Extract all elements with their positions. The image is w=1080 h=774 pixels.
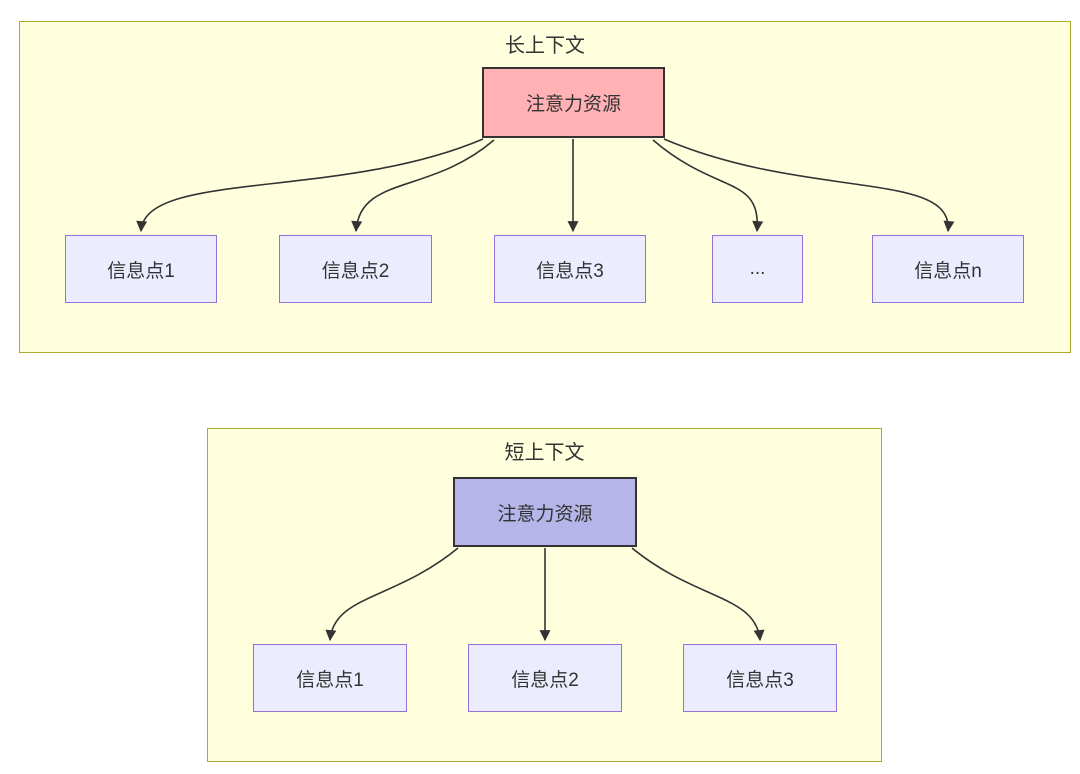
long-info-node-3: 信息点3: [494, 235, 646, 303]
long-info-node-1: 信息点1: [65, 235, 217, 303]
long-info-label-1: 信息点1: [107, 260, 175, 282]
long-info-node-2: 信息点2: [279, 235, 432, 303]
long-attention-node: 注意力资源: [482, 67, 665, 138]
short-info-node-3: 信息点3: [683, 644, 837, 712]
long-context-title: 长上下文: [505, 35, 585, 57]
long-attention-label: 注意力资源: [525, 94, 621, 115]
long-info-label-2: 信息点2: [321, 260, 390, 282]
short-context-title: 短上下文: [504, 442, 585, 464]
long-info-label-3: 信息点3: [536, 260, 604, 282]
long-info-node-ellipsis: ...: [712, 235, 803, 303]
short-attention-label: 注意力资源: [497, 503, 593, 525]
short-info-node-1: 信息点1: [253, 644, 407, 712]
short-info-node-2: 信息点2: [468, 644, 622, 712]
long-info-label-ellipsis: ...: [749, 258, 766, 279]
short-attention-node: 注意力资源: [453, 477, 637, 547]
short-info-label-1: 信息点1: [296, 669, 364, 691]
short-info-label-2: 信息点2: [511, 669, 579, 691]
short-info-label-3: 信息点3: [726, 669, 794, 691]
long-info-node-n: 信息点n: [872, 235, 1024, 303]
long-info-label-n: 信息点n: [914, 260, 982, 282]
